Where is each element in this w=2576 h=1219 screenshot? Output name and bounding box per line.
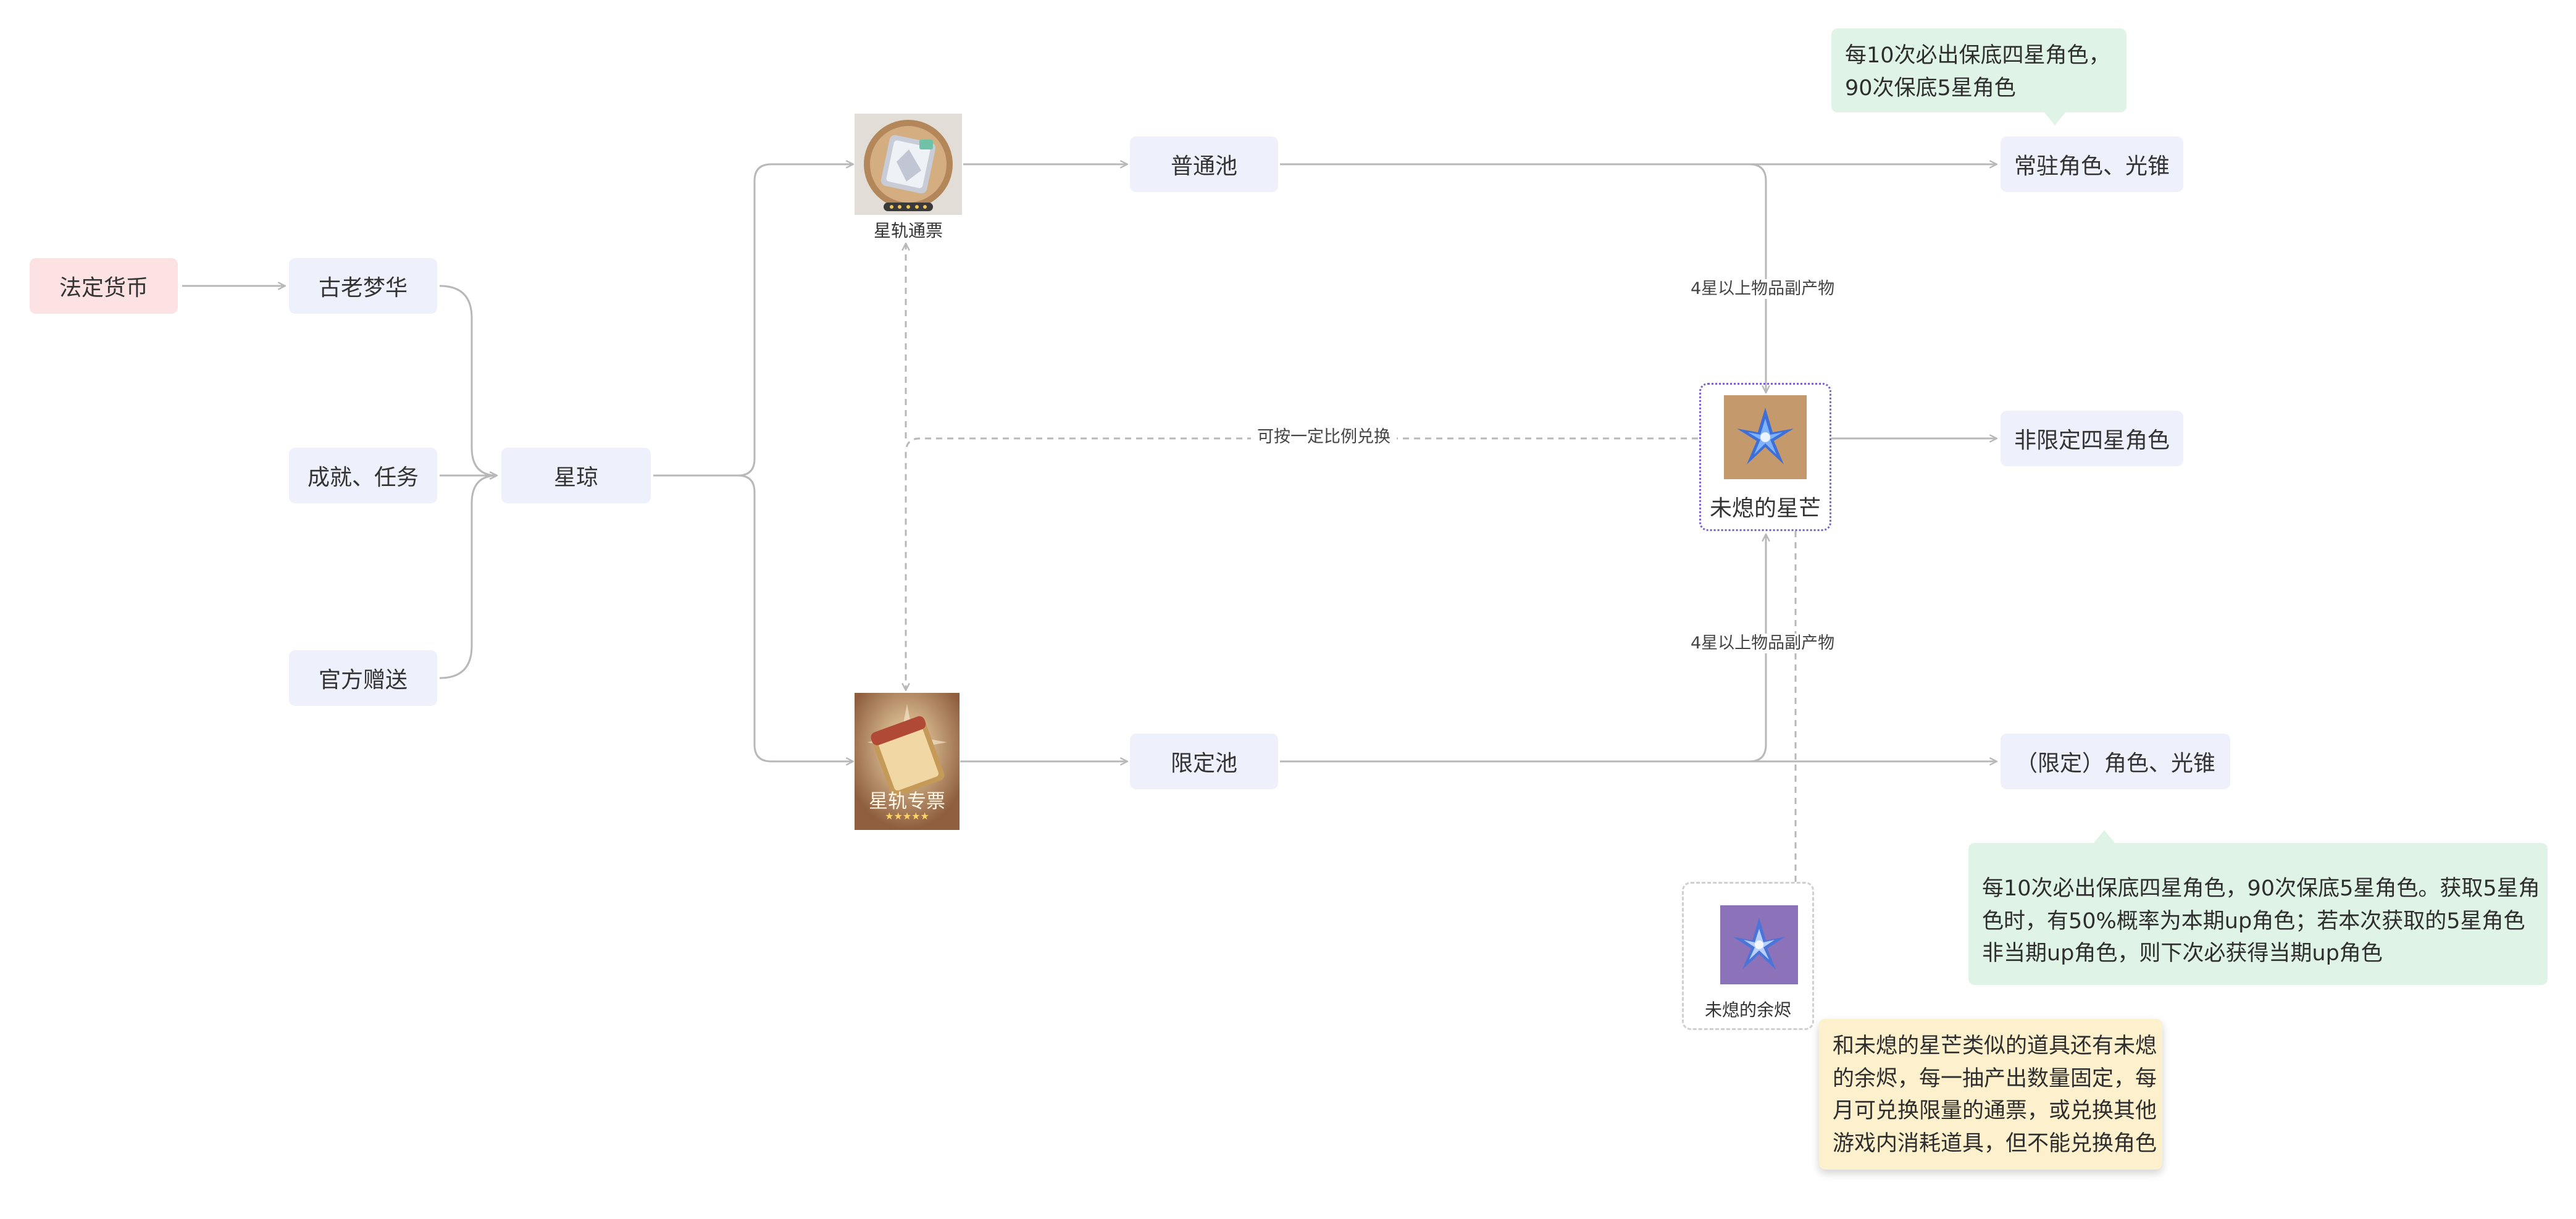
embers-note-line: 月可兑换限量的通票，或兑换其他 [1833,1099,2157,1123]
edge-ancient-dream-to-jade [439,285,497,475]
special-pass-card[interactable]: 星轨专票 ★★★★★ [855,693,960,830]
non-limited-4star-node[interactable]: 非限定四星角色 [2001,411,2183,466]
edge-label-byproduct-top: 4星以上物品副产物 [1684,279,1841,300]
standard-rewards-node[interactable]: 常驻角色、光锥 [2001,136,2183,192]
embers-caption: 未熄的余烬 [1704,1000,1791,1020]
limited-pity-note: 每10次必出保底四星角色，90次保底5星角色。获取5星角 色时，有50%概率为本… [1968,843,2548,985]
standard-pity-line: 每10次必出保底四星角色， [1845,43,2110,68]
limited-rewards-node[interactable]: （限定）角色、光锥 [2001,734,2230,789]
limited-pity-line: 非当期up角色，则下次必获得当期up角色 [1982,941,2383,966]
edge-starlight-to-passes-exchange [906,437,1698,690]
edge-label-exchange: 可按一定比例兑换 [1251,427,1397,448]
embers-note-line: 的余烬，每一抽产出数量固定，每 [1833,1066,2157,1091]
embers-crystal-icon [1720,905,1798,984]
limited-pity-line: 色时，有50%概率为本期up角色；若本次获取的5星角色 [1982,908,2525,934]
starlight-group[interactable] [1699,383,1831,531]
ancient-dream-node[interactable]: 古老梦华 [289,258,437,314]
normal-pool-node[interactable]: 普通池 [1130,136,1278,192]
starlight-caption: 未熄的星芒 [1709,496,1821,521]
special-pass-ticket-icon [855,693,960,830]
pass-ticket-icon [864,120,953,211]
star-rail-pass-card[interactable] [855,114,962,215]
fiat-currency-node[interactable]: 法定货币 [30,258,178,314]
starlight-card [1724,395,1807,479]
special-pass-stars: ★★★★★ [885,810,929,822]
embers-note-line: 和未熄的星芒类似的道具还有未熄 [1833,1034,2157,1058]
limited-pool-node[interactable]: 限定池 [1130,734,1278,789]
stellar-jade-node[interactable]: 星琼 [501,448,651,503]
standard-pity-line: 90次保底5星角色 [1845,75,2016,101]
edge-jade-to-special [737,474,853,761]
star-rail-pass-caption: 星轨通票 [873,220,943,241]
embers-group[interactable] [1682,882,1814,1030]
embers-note: 和未熄的星芒类似的道具还有未熄 的余烬，每一抽产出数量固定，每 月可兑换限量的通… [1819,1019,2162,1170]
edge-jade-to-pass [653,164,853,477]
standard-pity-note-tail [2044,112,2066,125]
embers-card [1720,905,1798,984]
special-pass-label: 星轨专票 [869,790,945,813]
edge-normal-to-starlight [1280,163,1766,393]
embers-note-line: 游戏内消耗道具，但不能兑换角色 [1833,1131,2157,1156]
edge-label-byproduct-bottom: 4星以上物品副产物 [1684,634,1841,654]
edge-gift-to-jade [439,474,498,679]
starlight-crystal-icon [1724,395,1807,479]
limited-pity-note-tail [2093,830,2115,844]
achievements-node[interactable]: 成就、任务 [289,448,437,503]
standard-pity-note: 每10次必出保底四星角色， 90次保底5星角色 [1831,28,2126,112]
limited-pity-line: 每10次必出保底四星角色，90次保底5星角色。获取5星角 [1982,876,2540,901]
official-gift-node[interactable]: 官方赠送 [289,650,437,706]
